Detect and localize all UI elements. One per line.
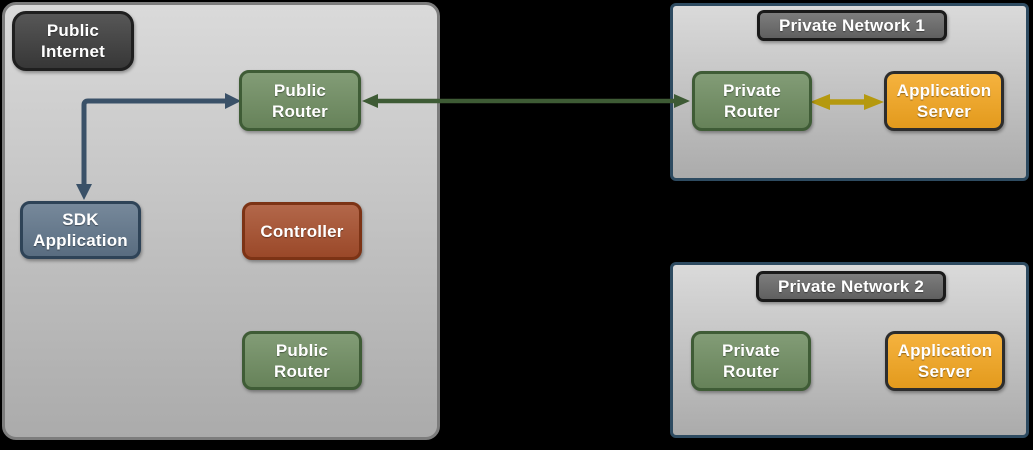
node-application-server-2: Application Server [885, 331, 1005, 391]
node-controller: Controller [242, 202, 362, 260]
node-public-router-bottom: Public Router [242, 331, 362, 390]
node-private-router-2: Private Router [691, 331, 811, 391]
public-internet-badge: Public Internet [12, 11, 134, 71]
private-network-1-title-badge: Private Network 1 [757, 10, 947, 41]
node-application-server-1: Application Server [884, 71, 1004, 131]
node-private-router-1: Private Router [692, 71, 812, 131]
private-network-2-title-badge: Private Network 2 [756, 271, 946, 302]
node-sdk-application: SDK Application [20, 201, 141, 259]
node-public-router-top: Public Router [239, 70, 361, 131]
